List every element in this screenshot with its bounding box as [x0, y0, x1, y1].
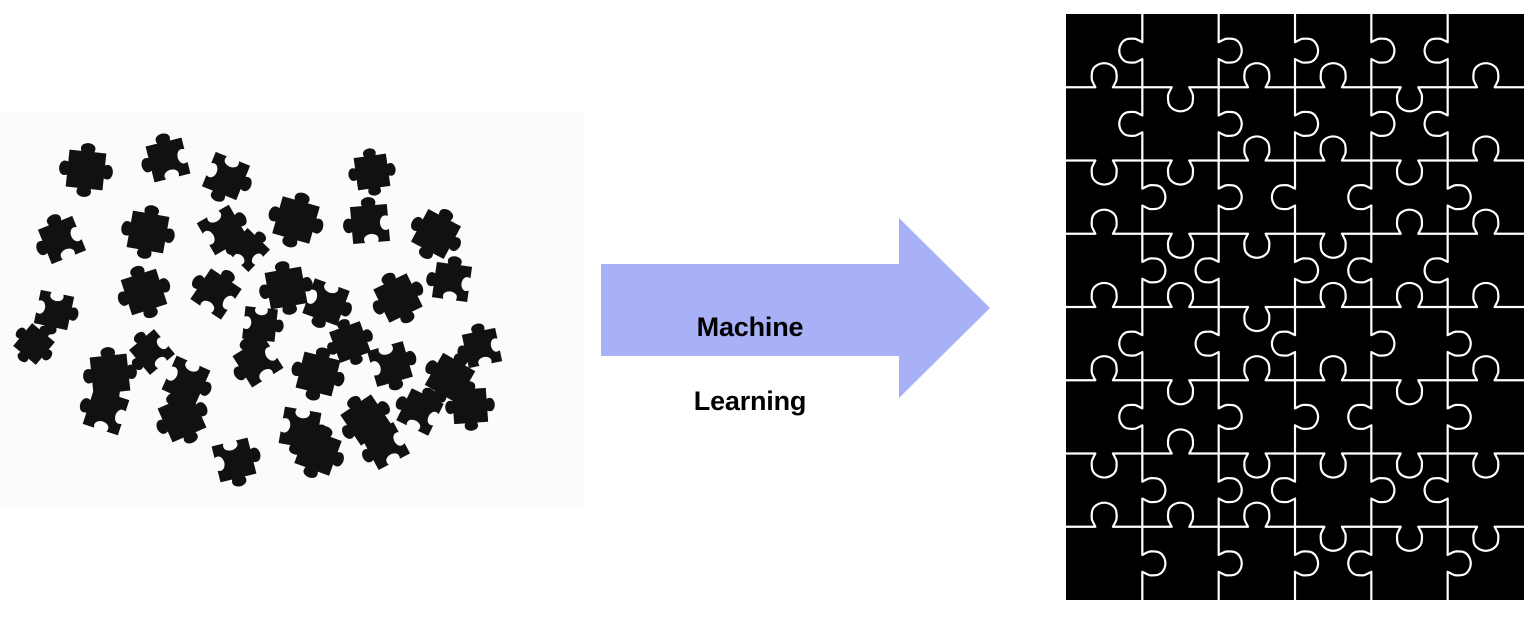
jigsaw-edge — [1066, 208, 1144, 235]
jigsaw-edge — [1194, 232, 1220, 309]
jigsaw-edge — [1293, 232, 1320, 309]
jigsaw-edge — [1293, 525, 1373, 552]
jigsaw-edge — [1217, 62, 1297, 89]
jigsaw-edge — [1293, 452, 1373, 479]
jigsaw-edge — [1141, 452, 1167, 528]
arrow-shape-svg — [601, 218, 990, 398]
jigsaw-edge — [1217, 86, 1243, 162]
jigsaw-edge — [1370, 86, 1396, 162]
jigsaw-edge — [1370, 159, 1449, 186]
jigsaw-edge — [1141, 86, 1220, 113]
jigsaw-edge — [1066, 355, 1144, 382]
jigsaw-edge — [1423, 86, 1449, 162]
jigsaw-edge — [1370, 14, 1396, 89]
jigsaw-edge — [1347, 379, 1373, 455]
jigsaw-edge — [1194, 305, 1220, 382]
jigsaw-edge — [1066, 159, 1144, 186]
arrow-polygon — [601, 218, 990, 398]
jigsaw-edge — [1217, 355, 1297, 382]
jigsaw-edge — [1370, 525, 1449, 552]
jigsaw-edge — [1118, 305, 1144, 382]
jigsaw-edge — [1066, 501, 1144, 528]
jigsaw-edge — [1293, 355, 1373, 382]
jigsaw-edge — [1446, 525, 1472, 600]
jigsaw-edge — [1293, 62, 1373, 89]
jigsaw-edge — [1141, 232, 1167, 309]
jigsaw-edge — [1446, 452, 1524, 479]
jigsaw-edge — [1370, 305, 1396, 382]
jigsaw-edge — [1446, 159, 1472, 235]
jigsaw-edge — [1066, 62, 1144, 89]
jigsaw-edge — [1118, 14, 1144, 89]
jigsaw-edge — [1141, 159, 1220, 186]
jigsaw-edge — [1217, 452, 1243, 528]
jigsaw-edge — [1217, 232, 1297, 259]
jigsaw-edge — [1217, 135, 1297, 162]
jigsaw-edge — [1347, 525, 1373, 600]
jigsaw-edge — [1423, 452, 1449, 528]
jigsaw-edge — [1293, 232, 1373, 259]
jigsaw-edge — [1293, 379, 1320, 455]
jigsaw-cut-lines — [1066, 14, 1524, 600]
jigsaw-edge — [1423, 14, 1449, 89]
jigsaw-edge — [1370, 452, 1449, 479]
assembled-puzzle-image — [1066, 14, 1524, 600]
scattered-pieces-svg — [0, 112, 585, 508]
jigsaw-edge — [1370, 86, 1449, 113]
jigsaw-edge — [1217, 379, 1243, 455]
jigsaw-edge — [1141, 232, 1220, 259]
jigsaw-edge — [1347, 159, 1373, 235]
jigsaw-edge — [1446, 379, 1472, 455]
assembled-puzzle-svg — [1066, 14, 1524, 600]
jigsaw-edge — [1141, 501, 1220, 528]
jigsaw-edge — [1217, 305, 1297, 333]
jigsaw-edge — [1066, 281, 1144, 309]
jigsaw-edge — [1066, 452, 1144, 479]
jigsaw-edge — [1270, 452, 1297, 528]
jigsaw-edge — [1270, 159, 1297, 235]
jigsaw-edge — [1370, 452, 1396, 528]
jigsaw-edge — [1446, 355, 1524, 382]
jigsaw-edge — [1217, 452, 1297, 479]
jigsaw-edge — [1370, 281, 1449, 309]
jigsaw-edge — [1141, 159, 1167, 235]
machine-learning-arrow — [601, 218, 991, 398]
jigsaw-edge — [1446, 208, 1524, 235]
jigsaw-edge — [1423, 232, 1449, 309]
jigsaw-edge — [1446, 62, 1524, 89]
jigsaw-edge — [1270, 305, 1297, 382]
jigsaw-edge — [1446, 135, 1524, 162]
jigsaw-edge — [1217, 501, 1297, 528]
jigsaw-edge — [1141, 379, 1220, 406]
jigsaw-edge — [1217, 159, 1243, 235]
jigsaw-edge — [1293, 135, 1373, 162]
jigsaw-edge — [1118, 86, 1144, 162]
jigsaw-edge — [1370, 379, 1449, 406]
jigsaw-edge — [1293, 86, 1320, 162]
jigsaw-edge — [1370, 208, 1449, 235]
jigsaw-edge — [1347, 232, 1373, 309]
jigsaw-edge — [1446, 281, 1524, 309]
scattered-puzzle-pieces-image — [0, 112, 585, 508]
jigsaw-edge — [1118, 379, 1144, 455]
jigsaw-edge — [1141, 428, 1220, 455]
jigsaw-edge — [1293, 281, 1373, 309]
jigsaw-edge — [1293, 525, 1320, 600]
jigsaw-edge — [1141, 281, 1220, 309]
jigsaw-edge — [1446, 305, 1472, 382]
jigsaw-edge — [1293, 14, 1320, 89]
jigsaw-edge — [1446, 525, 1524, 552]
jigsaw-edge — [1141, 525, 1167, 600]
jigsaw-edge — [1217, 525, 1243, 600]
jigsaw-edge — [1217, 14, 1243, 89]
